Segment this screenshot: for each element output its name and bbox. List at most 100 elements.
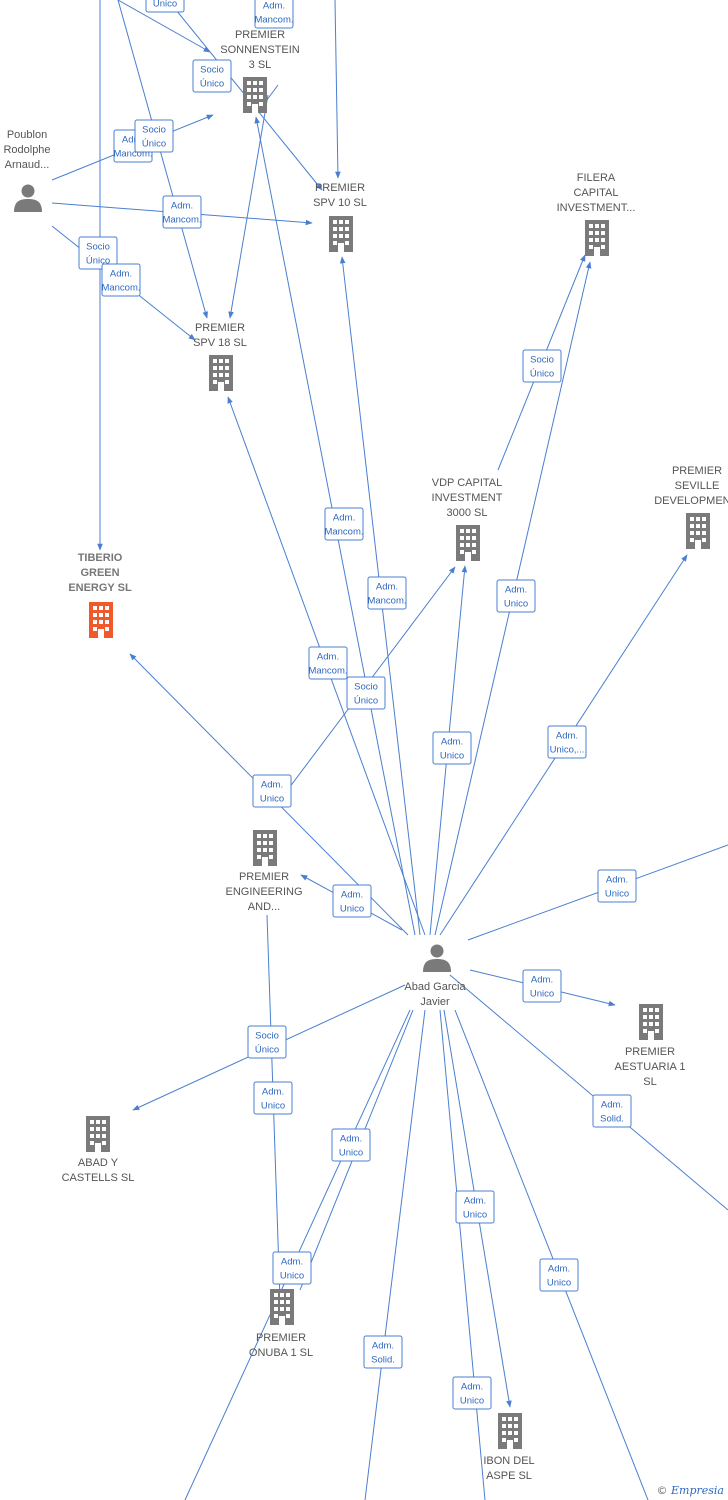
edge-label[interactable]: Adm.Unico — [331, 1128, 371, 1162]
building-icon — [639, 1004, 663, 1040]
svg-text:Adm.Unico: Adm.Unico — [504, 585, 528, 610]
edge-label[interactable]: Adm.Unico — [452, 1376, 492, 1410]
edge-label[interactable]: Adm.Mancom. — [254, 0, 294, 29]
svg-text:Adm.Unico: Adm.Unico — [339, 1134, 363, 1159]
edge-label[interactable]: Adm.Unico — [252, 774, 292, 808]
svg-text:Adm.Mancom.: Adm.Mancom. — [324, 513, 363, 538]
edge-label[interactable]: Adm.Unico — [332, 884, 372, 918]
edge-label[interactable]: Adm.Mancom. — [162, 195, 202, 229]
svg-text:Adm.Solid.: Adm.Solid. — [600, 1100, 624, 1125]
edge-label[interactable]: Adm.Mancom. — [101, 263, 141, 297]
svg-text:Adm.Unico: Adm.Unico — [340, 890, 364, 915]
edge-line — [117, 0, 211, 53]
svg-text:Adm.Unico: Adm.Unico — [440, 737, 464, 762]
svg-text:Adm.Unico: Adm.Unico — [261, 1087, 285, 1112]
edges-layer — [51, 0, 728, 1500]
building-icon — [243, 77, 267, 113]
edge-label[interactable]: Adm.Solid. — [592, 1094, 632, 1128]
edge-label[interactable]: Adm.Unico,... — [547, 725, 587, 759]
svg-text:Adm.Mancom.: Adm.Mancom. — [113, 135, 152, 160]
edge-line — [334, 0, 341, 179]
building-icon — [209, 355, 233, 391]
svg-text:Adm.Unico: Adm.Unico — [260, 780, 284, 805]
svg-text:Adm.Mancom.: Adm.Mancom. — [101, 269, 140, 294]
edge-label[interactable]: Adm.Unico — [272, 1251, 312, 1285]
svg-text:Adm.Unico,...: Adm.Unico,... — [550, 731, 585, 756]
svg-text:Adm.Unico: Adm.Unico — [463, 1196, 487, 1221]
edge-line — [454, 1009, 649, 1500]
edge-label[interactable]: Adm.Unico — [455, 1190, 495, 1224]
svg-text:Adm.Unico: Adm.Unico — [605, 875, 629, 900]
edge-label[interactable]: Adm.Mancom. — [324, 507, 364, 541]
edge-label[interactable]: Adm.Unico — [496, 579, 536, 613]
edge-line — [449, 974, 728, 1211]
copyright-footer[interactable]: © Empresia — [657, 1484, 725, 1497]
edge-label[interactable]: Adm.Mancom. — [367, 576, 407, 610]
edge-label[interactable]: Adm.Unico — [539, 1258, 579, 1292]
svg-text:Adm.Unico: Adm.Unico — [547, 1264, 571, 1289]
edge-line — [228, 94, 269, 319]
edge-line — [364, 1009, 426, 1500]
svg-text:Adm.Unico: Adm.Unico — [460, 1382, 484, 1407]
person-icon — [423, 944, 451, 972]
svg-text:Único: Único — [153, 0, 177, 10]
building-icon — [86, 1116, 110, 1152]
building-icon — [686, 513, 710, 549]
building-icon — [585, 220, 609, 256]
person-icon — [14, 184, 42, 212]
edge-label[interactable]: Adm.Unico — [253, 1081, 293, 1115]
edge-label[interactable]: Adm.Unico — [522, 969, 562, 1003]
edge-label[interactable]: Adm.Solid. — [363, 1335, 403, 1369]
svg-text:Adm.Unico: Adm.Unico — [280, 1257, 304, 1282]
building-icon — [89, 602, 113, 638]
svg-text:Adm.Mancom.: Adm.Mancom. — [308, 652, 347, 677]
edge-label[interactable]: Adm.Mancom. — [308, 646, 348, 680]
edge-line — [439, 1009, 486, 1500]
svg-text:Adm.Solid.: Adm.Solid. — [371, 1341, 395, 1366]
edge-label[interactable]: Único — [145, 0, 185, 13]
building-icon — [270, 1289, 294, 1325]
edge-label[interactable]: Adm.Unico — [597, 869, 637, 903]
svg-text:Adm.Unico: Adm.Unico — [530, 975, 554, 1000]
edge-label[interactable]: Adm.Unico — [432, 731, 472, 765]
